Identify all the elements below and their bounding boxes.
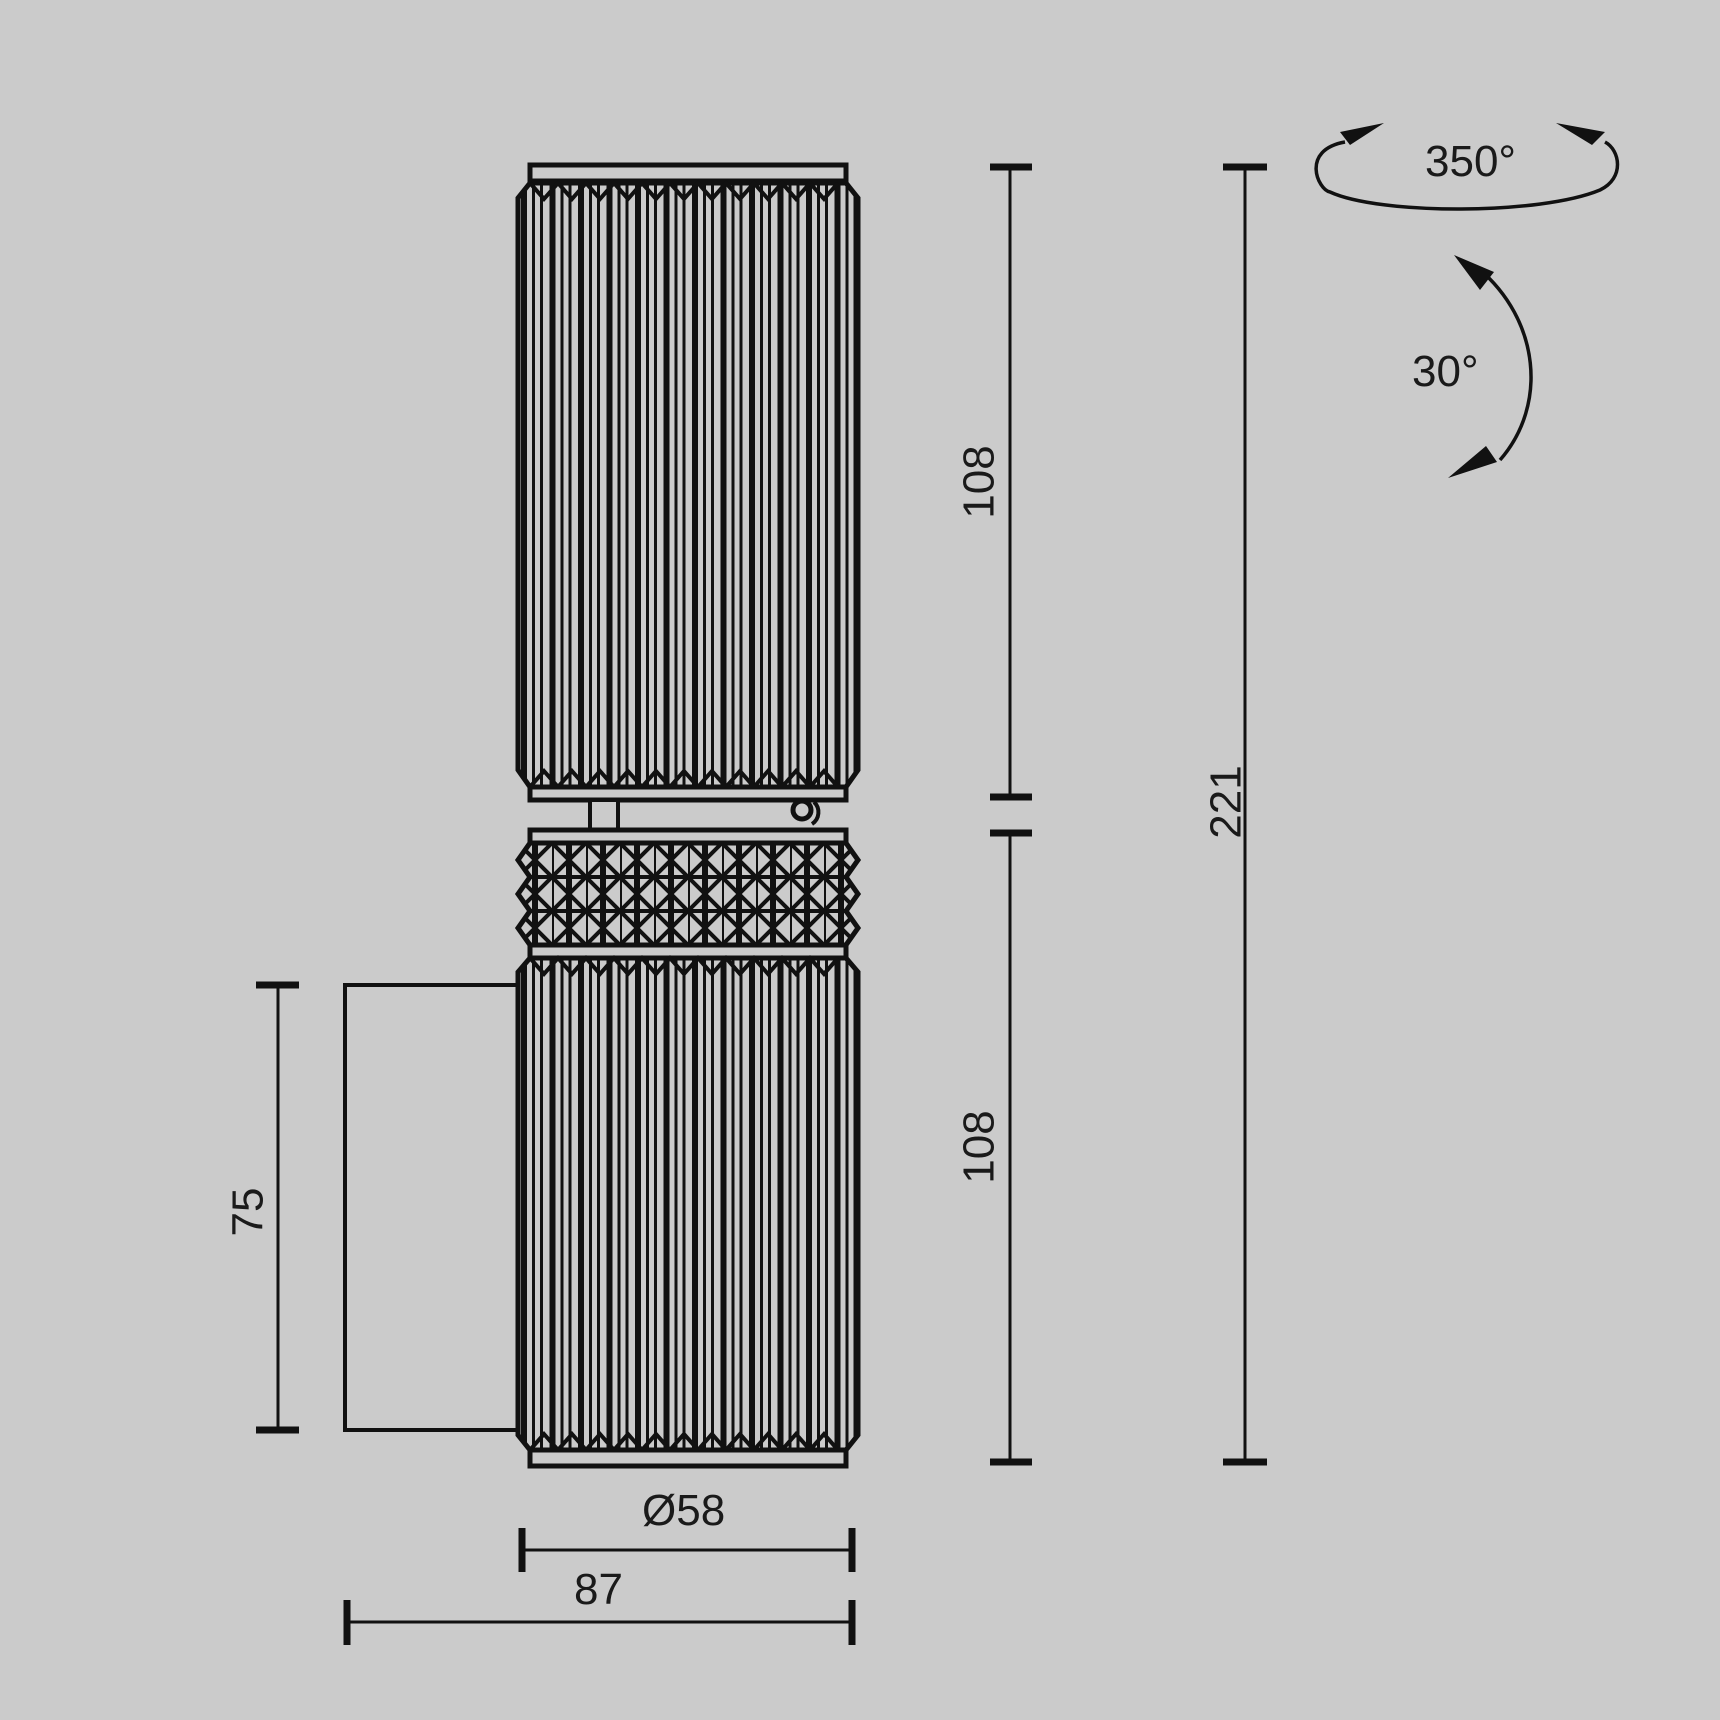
projection-label: 87: [574, 1565, 623, 1614]
wall-mount-box: [343, 983, 532, 1432]
upper-flute-body: [515, 180, 861, 790]
dim-lower-108: [990, 829, 1032, 1466]
dim-total-221: [1223, 163, 1267, 1466]
vertical-tilt-arrow-icon: [1448, 255, 1533, 478]
dim-upper-108: [990, 163, 1032, 801]
total-height-label: 221: [1201, 765, 1251, 839]
upper-shade: [515, 162, 861, 803]
dim-projection-87: [343, 1600, 856, 1645]
vertical-tilt-label: 30°: [1412, 347, 1479, 396]
lower-height-label: 108: [954, 1110, 1004, 1184]
connector: [588, 798, 821, 834]
mount-height-label: 75: [223, 1187, 273, 1237]
diameter-label: Ø58: [642, 1486, 726, 1535]
lower-bottom-cap: [527, 1447, 849, 1469]
knurled-band: [514, 827, 862, 961]
pivot-knob: [790, 798, 814, 822]
connector-stem: [588, 798, 620, 834]
lower-shade: [515, 954, 861, 1469]
dim-mount-75: [256, 981, 299, 1434]
upper-bottom-cap: [527, 784, 849, 803]
upper-height-label: 108: [954, 445, 1004, 519]
band-diamond-body: [514, 840, 862, 948]
upper-top-cap: [527, 162, 849, 184]
dim-diameter-58: [518, 1528, 856, 1572]
lower-flute-body: [515, 955, 861, 1453]
horizontal-rotation-label: 350°: [1425, 137, 1517, 186]
horizontal-rotation-arrow-icon: [1314, 123, 1620, 211]
